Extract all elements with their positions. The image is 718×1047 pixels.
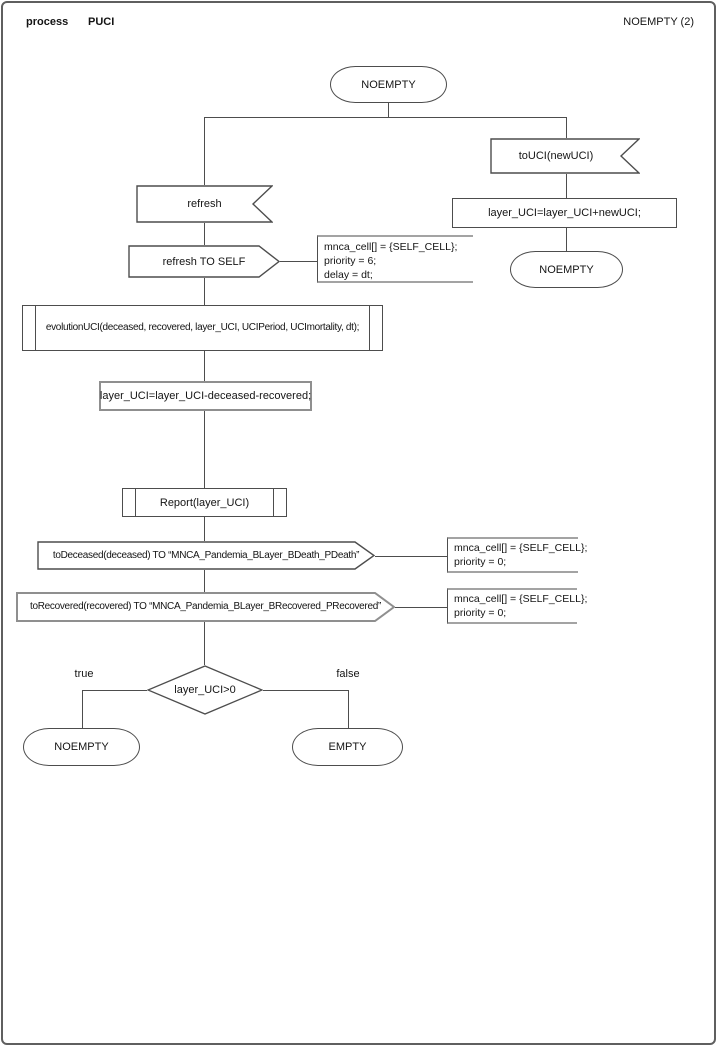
task-label: layer_UCI=layer_UCI+newUCI; — [488, 207, 641, 219]
task-label: layer_UCI=layer_UCI-deceased-recovered; — [99, 390, 312, 402]
branch-true-label: true — [74, 668, 94, 680]
comment-refresh-params[interactable]: mnca_cell[] = {SELF_CELL}; priority = 6;… — [317, 235, 473, 283]
signal-output-todeceased[interactable]: toDeceased(deceased) TO “MNCA_Pandemia_B… — [37, 541, 375, 570]
decision-layer-uci[interactable]: layer_UCI>0 — [147, 665, 263, 715]
connector — [204, 223, 205, 245]
connector — [388, 102, 389, 118]
procedure-label: Report(layer_UCI) — [159, 496, 250, 509]
state-empty-false[interactable]: EMPTY — [292, 728, 403, 766]
signal-label: refresh — [187, 198, 222, 210]
comment-torecovered-params[interactable]: mnca_cell[] = {SELF_CELL}; priority = 0; — [447, 588, 588, 624]
connector — [204, 351, 205, 381]
signal-label: toRecovered(recovered) TO “MNCA_Pandemia… — [29, 601, 382, 612]
signal-output-shape — [16, 592, 395, 622]
state-noempty-true[interactable]: NOEMPTY — [23, 728, 140, 766]
decision-diamond-shape — [147, 665, 263, 715]
state-noempty-start[interactable]: NOEMPTY — [330, 66, 447, 103]
decision-label: layer_UCI>0 — [174, 684, 236, 696]
state-label: NOEMPTY — [361, 78, 416, 91]
connector-true-branch — [82, 690, 147, 691]
signal-label: toUCI(newUCI) — [518, 150, 594, 162]
signal-input-shape — [136, 185, 273, 223]
diagram-kind-label: process — [26, 16, 69, 28]
branch-false-label: false — [336, 668, 360, 680]
procedure-label: evolutionUCI(deceased, recovered, layer_… — [45, 322, 360, 333]
signal-output-shape — [128, 245, 280, 278]
comment-line: priority = 0; — [454, 607, 507, 619]
connector — [204, 622, 205, 665]
process-name: PUCI — [88, 16, 115, 28]
comment-todeceased-params[interactable]: mnca_cell[] = {SELF_CELL}; priority = 0; — [447, 537, 588, 573]
connector — [204, 570, 205, 592]
comment-connector — [395, 607, 447, 608]
task-add[interactable]: layer_UCI=layer_UCI+newUCI; — [452, 198, 677, 228]
comment-line: delay = dt; — [324, 269, 373, 281]
state-label: NOEMPTY — [54, 741, 109, 753]
connector-false-branch — [263, 690, 348, 691]
connector — [566, 174, 567, 198]
state-page-ref: NOEMPTY (2) — [623, 16, 694, 28]
connector — [204, 117, 567, 118]
comment-line: mnca_cell[] = {SELF_CELL}; — [324, 241, 458, 253]
connector — [566, 228, 567, 251]
signal-input-shape — [490, 138, 640, 174]
signal-input-touci[interactable]: toUCI(newUCI) — [490, 138, 640, 174]
task-subtract[interactable]: layer_UCI=layer_UCI-deceased-recovered; — [99, 381, 312, 411]
connector-true-branch — [82, 690, 83, 728]
connector — [566, 117, 567, 138]
signal-output-shape — [37, 541, 375, 570]
state-label: NOEMPTY — [539, 263, 594, 276]
comment-connector — [280, 261, 317, 262]
signal-output-refresh-self[interactable]: refresh TO SELF — [128, 245, 280, 278]
connector — [204, 117, 205, 185]
connector — [204, 278, 205, 305]
comment-line: mnca_cell[] = {SELF_CELL}; — [454, 593, 588, 605]
comment-line: mnca_cell[] = {SELF_CELL}; — [454, 542, 588, 554]
comment-line: priority = 0; — [454, 556, 507, 568]
connector — [204, 411, 205, 488]
state-noempty-right[interactable]: NOEMPTY — [510, 251, 623, 288]
connector — [204, 517, 205, 541]
signal-output-torecovered[interactable]: toRecovered(recovered) TO “MNCA_Pandemia… — [16, 592, 395, 622]
state-label: EMPTY — [328, 741, 367, 753]
signal-label: toDeceased(deceased) TO “MNCA_Pandemia_B… — [52, 549, 360, 561]
procedure-report[interactable]: Report(layer_UCI) — [122, 488, 287, 517]
signal-label: refresh TO SELF — [162, 255, 246, 268]
comment-line: priority = 6; — [324, 255, 377, 267]
comment-connector — [375, 556, 447, 557]
connector-false-branch — [348, 690, 349, 728]
signal-input-refresh[interactable]: refresh — [136, 185, 273, 223]
procedure-evolutionuci[interactable]: evolutionUCI(deceased, recovered, layer_… — [22, 305, 383, 351]
